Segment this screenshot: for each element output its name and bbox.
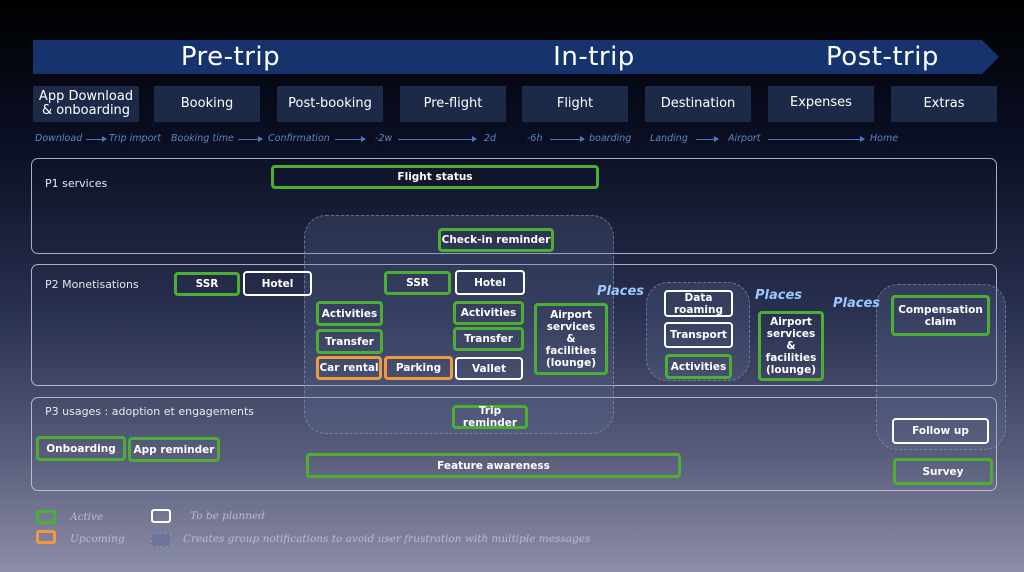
chip-activities-post-booking: Activities [316,301,383,326]
timeline-minus-2w: -2w [375,133,393,144]
legend-swatch-active [36,510,56,524]
chip-hotel-pre-flight: Hotel [455,270,525,295]
step-pre-flight: Pre-flight [400,86,506,122]
chip-compensation-claim: Compensation claim [891,295,990,336]
timeline-2d: 2d [484,133,497,144]
group-notification-area-post-trip [876,284,1006,450]
phase-arrow-shape [766,40,999,74]
step-app-download: App Download & onboarding [33,86,139,122]
step-expenses: Expenses [768,86,874,122]
timeline-landing: Landing [650,133,688,144]
chip-airport-services-destination: Airport services & facilities (lounge) [758,311,824,381]
chip-transfer-post-booking: Transfer [316,329,383,354]
timeline-arrow [86,136,107,142]
phase-arrow-shape [33,40,428,74]
timeline-home: Home [870,133,899,144]
phase-pre-trip-label: Pre-trip [180,42,281,72]
legend-active: Active [70,511,104,523]
phase-in-trip-label: In-trip [553,42,635,72]
phase-post-trip-label: Post-trip [826,42,939,72]
chip-survey: Survey [893,458,993,485]
legend-swatch-to-be-planned [151,509,171,523]
timeline-trip-import: Trip import [109,133,162,144]
timeline-arrow [238,136,263,142]
timeline-arrow [768,136,865,142]
phase-arrow-shape [405,40,783,74]
timeline-arrow [398,136,477,142]
row-label-p3: P3 usages : adoption et engagements [45,405,255,418]
chip-activities-destination: Activities [665,354,732,379]
step-destination: Destination [645,86,751,122]
places-label-flight: Places [597,284,645,299]
chip-ssr-pre-flight: SSR [384,271,451,295]
legend-group-note: Creates group notifications to avoid use… [183,533,591,545]
chip-hotel-booking: Hotel [243,271,312,296]
legend-swatch-group [151,533,171,547]
chip-follow-up: Follow up [892,418,989,444]
chip-onboarding: Onboarding [36,436,126,461]
timeline-arrow [335,136,366,142]
timeline-boarding: boarding [589,133,632,144]
timeline-confirmation: Confirmation [268,133,330,144]
timeline-download: Download [35,133,83,144]
chip-parking: Parking [384,356,453,380]
chip-activities-pre-flight: Activities [453,301,524,325]
chip-airport-services-flight: Airport services & facilities (lounge) [534,303,608,375]
chip-car-rental: Car rental [316,356,382,380]
step-extras: Extras [891,86,997,122]
places-label-expenses: Places [833,296,881,311]
row-p2-monetisations [31,264,997,386]
chip-transport: Transport [664,322,733,348]
chip-data-roaming: Data roaming [664,290,733,317]
chip-feature-awareness: Feature awareness [306,453,681,478]
step-flight: Flight [522,86,628,122]
timeline-arrow [550,136,585,142]
row-label-p2: P2 Monetisations [45,278,139,291]
step-booking: Booking [154,86,260,122]
phase-in-trip: In-trip [405,40,783,74]
timeline-minus-6h: -6h [527,133,543,144]
timeline-arrow [696,136,719,142]
row-p1-services [31,158,997,254]
phase-post-trip: Post-trip [766,40,999,74]
legend-upcoming: Upcoming [70,533,125,545]
chip-trip-reminder: Trip reminder [452,405,528,429]
timeline-booking-time: Booking time [171,133,234,144]
chip-app-reminder: App reminder [128,437,220,462]
legend-to-be-planned: To be planned [190,510,265,522]
chip-ssr-booking: SSR [174,272,240,296]
chip-flight-status: Flight status [271,165,599,189]
chip-vallet: Vallet [455,357,523,380]
step-post-booking: Post-booking [277,86,383,122]
legend-swatch-upcoming [36,530,56,544]
chip-checkin-reminder: Check-in reminder [438,228,554,252]
chip-transfer-pre-flight: Transfer [453,327,524,351]
places-label-destination: Places [755,288,803,303]
phase-pre-trip: Pre-trip [33,40,428,74]
row-label-p1: P1 services [45,177,108,190]
timeline-airport: Airport [728,133,761,144]
